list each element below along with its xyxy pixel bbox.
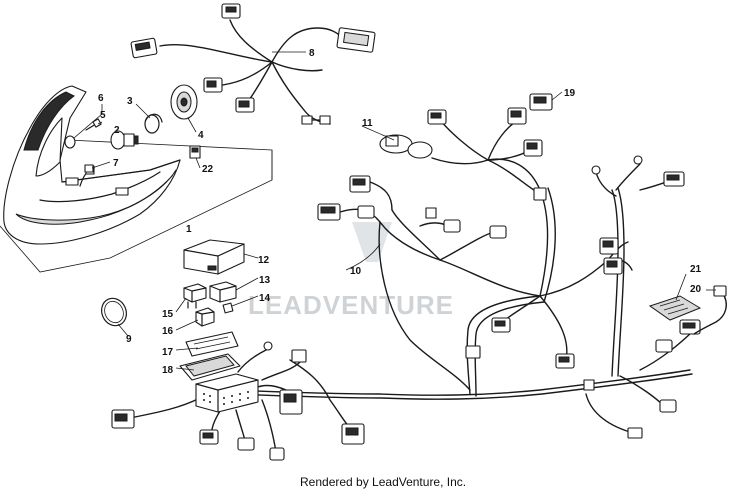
watermark-text: LEADVENTURE — [248, 290, 454, 320]
headlight-assembly — [0, 85, 273, 273]
grommet — [64, 135, 76, 149]
callout-16: 16 — [162, 326, 174, 337]
leadventure-watermark: LEADVENTURE — [248, 222, 454, 320]
callout-1: 1 — [186, 224, 192, 235]
callouts: 1 12 2 3 4 5 6 7 8 9 10 11 13 14 15 16 1… — [98, 48, 702, 376]
watermark-logo-icon — [352, 222, 392, 262]
headlight-bulb — [110, 130, 139, 150]
callout-14: 14 — [259, 293, 271, 304]
callout-5: 5 — [100, 110, 106, 121]
callout-6: 6 — [98, 93, 104, 104]
callout-22: 22 — [202, 164, 214, 175]
callout-21: 21 — [690, 264, 702, 275]
fuse-panel-cover — [179, 353, 241, 381]
relay-large — [209, 281, 237, 303]
harness-clip — [84, 164, 94, 173]
callout-18: 18 — [162, 365, 174, 376]
callout-10: 10 — [350, 266, 362, 277]
callout-13: 13 — [259, 275, 271, 286]
fuse-block-ecu — [195, 373, 259, 413]
fuse — [222, 302, 234, 314]
relay-cover — [183, 239, 245, 275]
fuse-label-decal — [185, 331, 239, 357]
callout-12: 12 — [258, 255, 270, 266]
callout-19: 19 — [564, 88, 576, 99]
relay-mini — [195, 307, 215, 327]
callout-20: 20 — [690, 284, 702, 295]
callout-4: 4 — [198, 130, 204, 141]
bulb-retainer-clip — [144, 113, 163, 134]
relay-small — [183, 283, 207, 309]
callout-11: 11 — [362, 118, 373, 129]
callout-17: 17 — [162, 347, 174, 358]
leader-lines — [73, 51, 716, 371]
rubber-boot — [170, 84, 198, 120]
callout-3: 3 — [127, 96, 133, 107]
warning-decal — [648, 295, 702, 321]
harness-connectors — [111, 93, 701, 461]
callout-7: 7 — [113, 158, 119, 169]
render-credit: Rendered by LeadVenture, Inc. — [300, 475, 466, 489]
bulb-connector — [189, 145, 201, 159]
callout-15: 15 — [162, 309, 174, 320]
screw — [85, 118, 102, 131]
headlight-harness — [130, 3, 376, 125]
ring-clamp — [101, 297, 127, 327]
callout-2: 2 — [114, 125, 120, 136]
callout-8: 8 — [309, 48, 315, 59]
extension-harness — [693, 285, 727, 335]
callout-9: 9 — [126, 334, 132, 345]
